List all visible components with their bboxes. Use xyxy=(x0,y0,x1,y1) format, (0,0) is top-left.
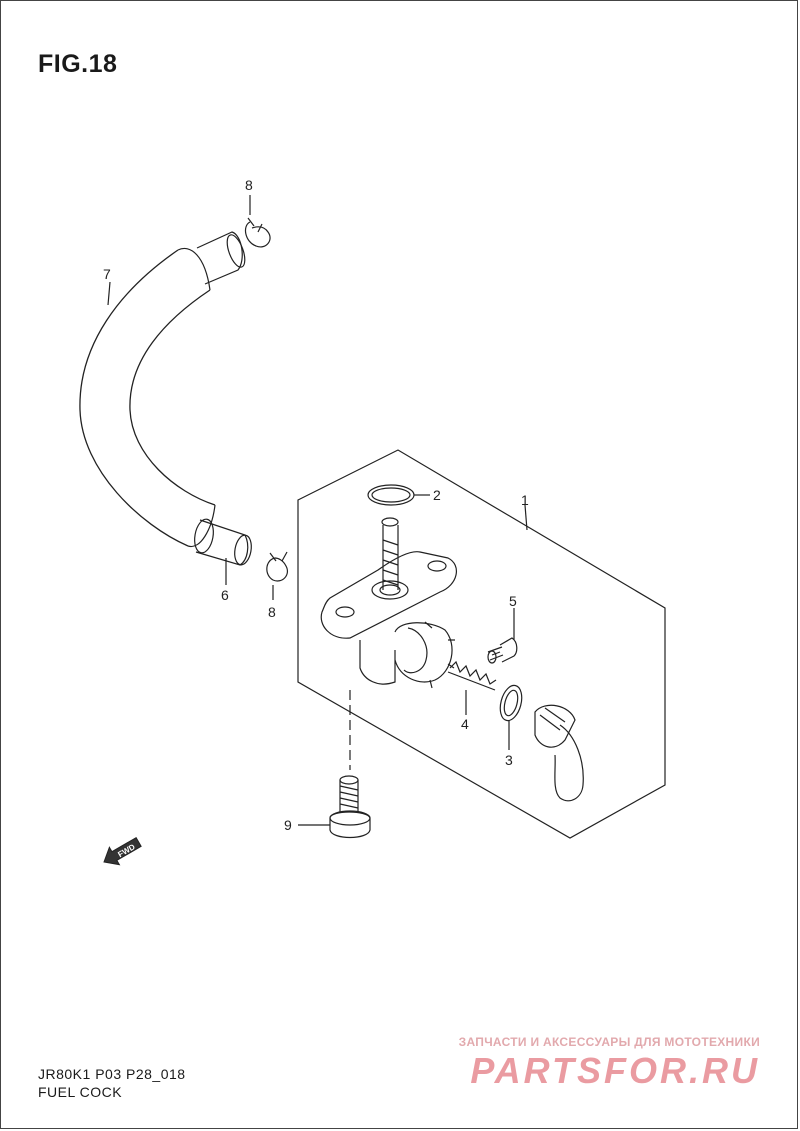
fuel-hose xyxy=(79,231,252,566)
hose-fitting xyxy=(195,519,249,566)
strainer xyxy=(381,517,399,590)
figure-name: FUEL COCK xyxy=(38,1084,123,1100)
figure-title: FIG.18 xyxy=(38,50,118,78)
hose-clip-top xyxy=(244,217,271,248)
figure-code: JR80K1 P03 P28_018 xyxy=(38,1066,186,1082)
callout-8-top: 8 xyxy=(245,177,253,193)
o-ring-top xyxy=(367,484,415,506)
leader-7 xyxy=(107,281,111,306)
callout-6: 6 xyxy=(221,587,229,603)
callout-5: 5 xyxy=(509,593,517,609)
callout-7: 7 xyxy=(103,266,111,282)
assembly-box xyxy=(297,449,666,839)
cock-body xyxy=(320,551,457,689)
leader-1 xyxy=(524,504,528,531)
callout-1: 1 xyxy=(521,492,529,508)
fwd-arrow: FWD xyxy=(103,836,142,866)
callout-2: 2 xyxy=(433,487,441,503)
callout-9: 9 xyxy=(284,817,292,833)
hose-clip-bottom xyxy=(266,551,288,582)
watermark-logo: PARTSFOR.RU xyxy=(470,1050,760,1091)
callout-4: 4 xyxy=(461,716,469,732)
spring xyxy=(447,660,497,691)
o-ring-side xyxy=(499,684,523,722)
cock-lever xyxy=(534,704,584,802)
callout-3: 3 xyxy=(505,752,513,768)
callout-8-bottom: 8 xyxy=(268,604,276,620)
drain-bolt xyxy=(329,775,371,839)
screw xyxy=(487,637,518,664)
watermark-tagline: ЗАПЧАСТИ И АКСЕССУАРЫ ДЛЯ МОТОТЕХНИКИ xyxy=(458,1035,760,1049)
